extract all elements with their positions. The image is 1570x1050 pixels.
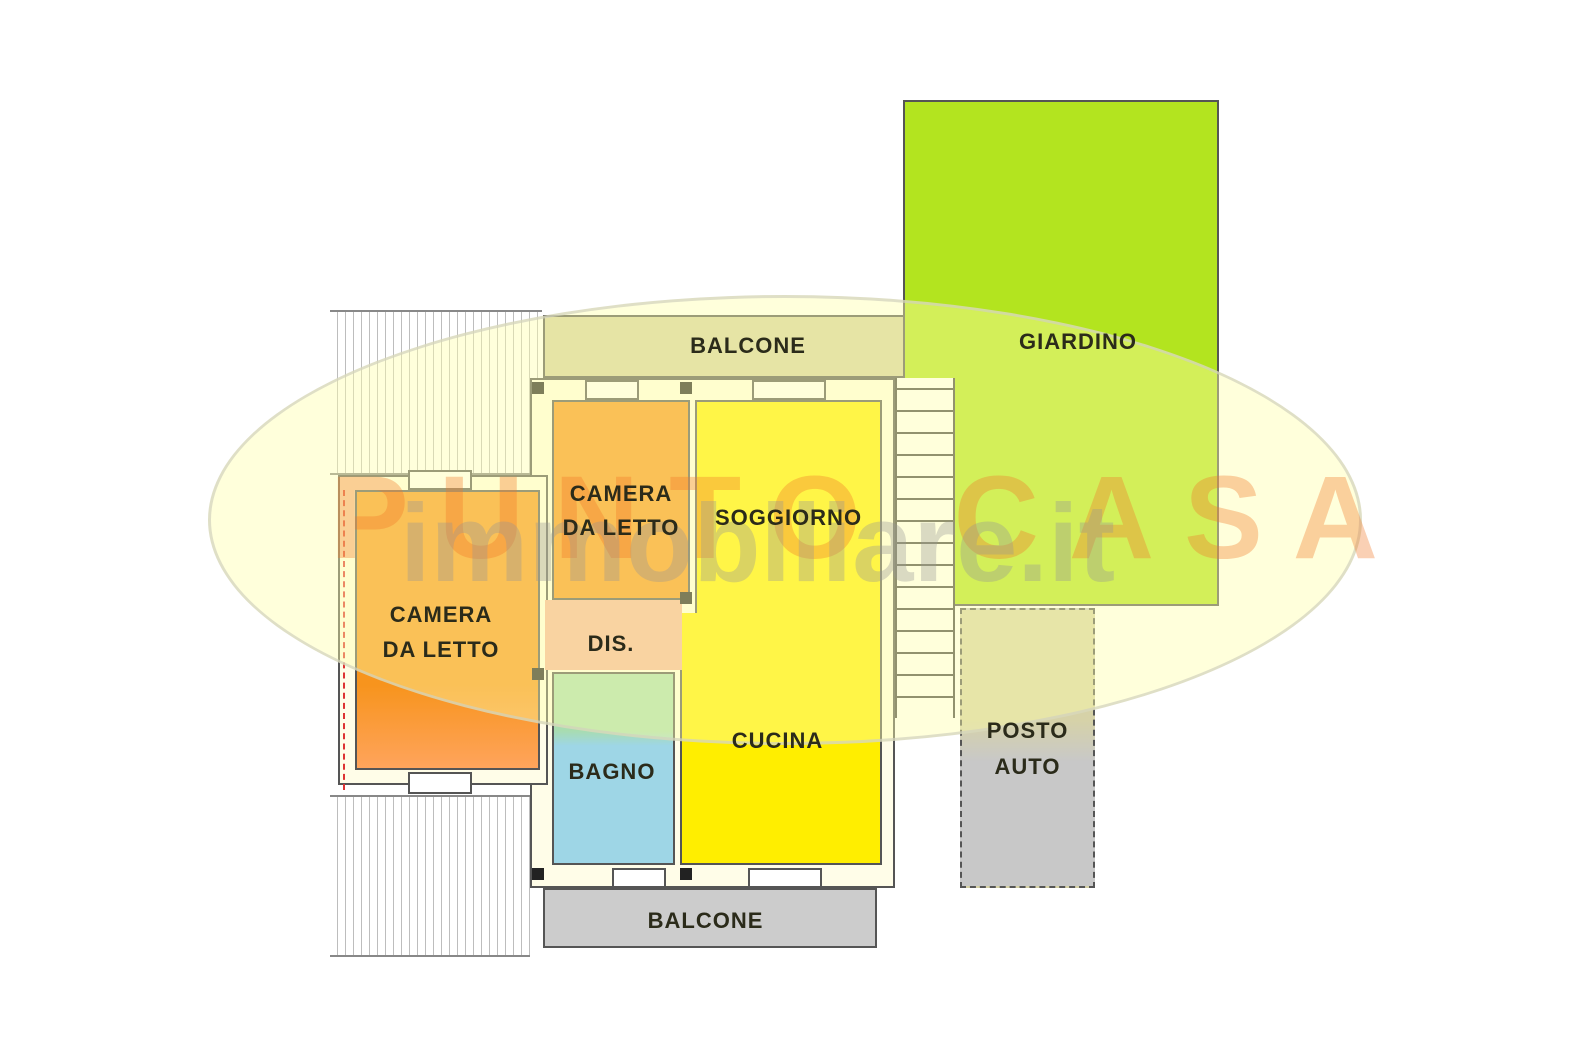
label-camera-left-2: DA LETTO xyxy=(382,637,500,662)
window xyxy=(748,868,822,888)
label-giardino: GIARDINO xyxy=(1019,329,1137,354)
pillar xyxy=(532,868,544,880)
label-balcone-bottom: BALCONE xyxy=(647,908,764,933)
label-posto-auto-2: AUTO xyxy=(994,754,1061,779)
label-balcone-top: BALCONE xyxy=(690,333,806,358)
label-camera-top-1: CAMERA xyxy=(569,481,673,506)
label-soggiorno: SOGGIORNO xyxy=(714,505,863,530)
label-camera-left-1: CAMERA xyxy=(389,602,493,627)
label-disimpegno: DIS. xyxy=(587,631,635,656)
watermark-ellipse xyxy=(208,295,1362,745)
window xyxy=(408,772,472,794)
label-camera-top-2: DA LETTO xyxy=(562,515,680,540)
label-posto-auto-1: POSTO xyxy=(986,718,1069,743)
window xyxy=(612,868,666,888)
pillar xyxy=(680,868,692,880)
terrace-bottom-left xyxy=(330,795,530,957)
label-cucina: CUCINA xyxy=(731,728,824,753)
label-bagno: BAGNO xyxy=(568,759,656,784)
room-balcone-bottom xyxy=(543,888,877,948)
